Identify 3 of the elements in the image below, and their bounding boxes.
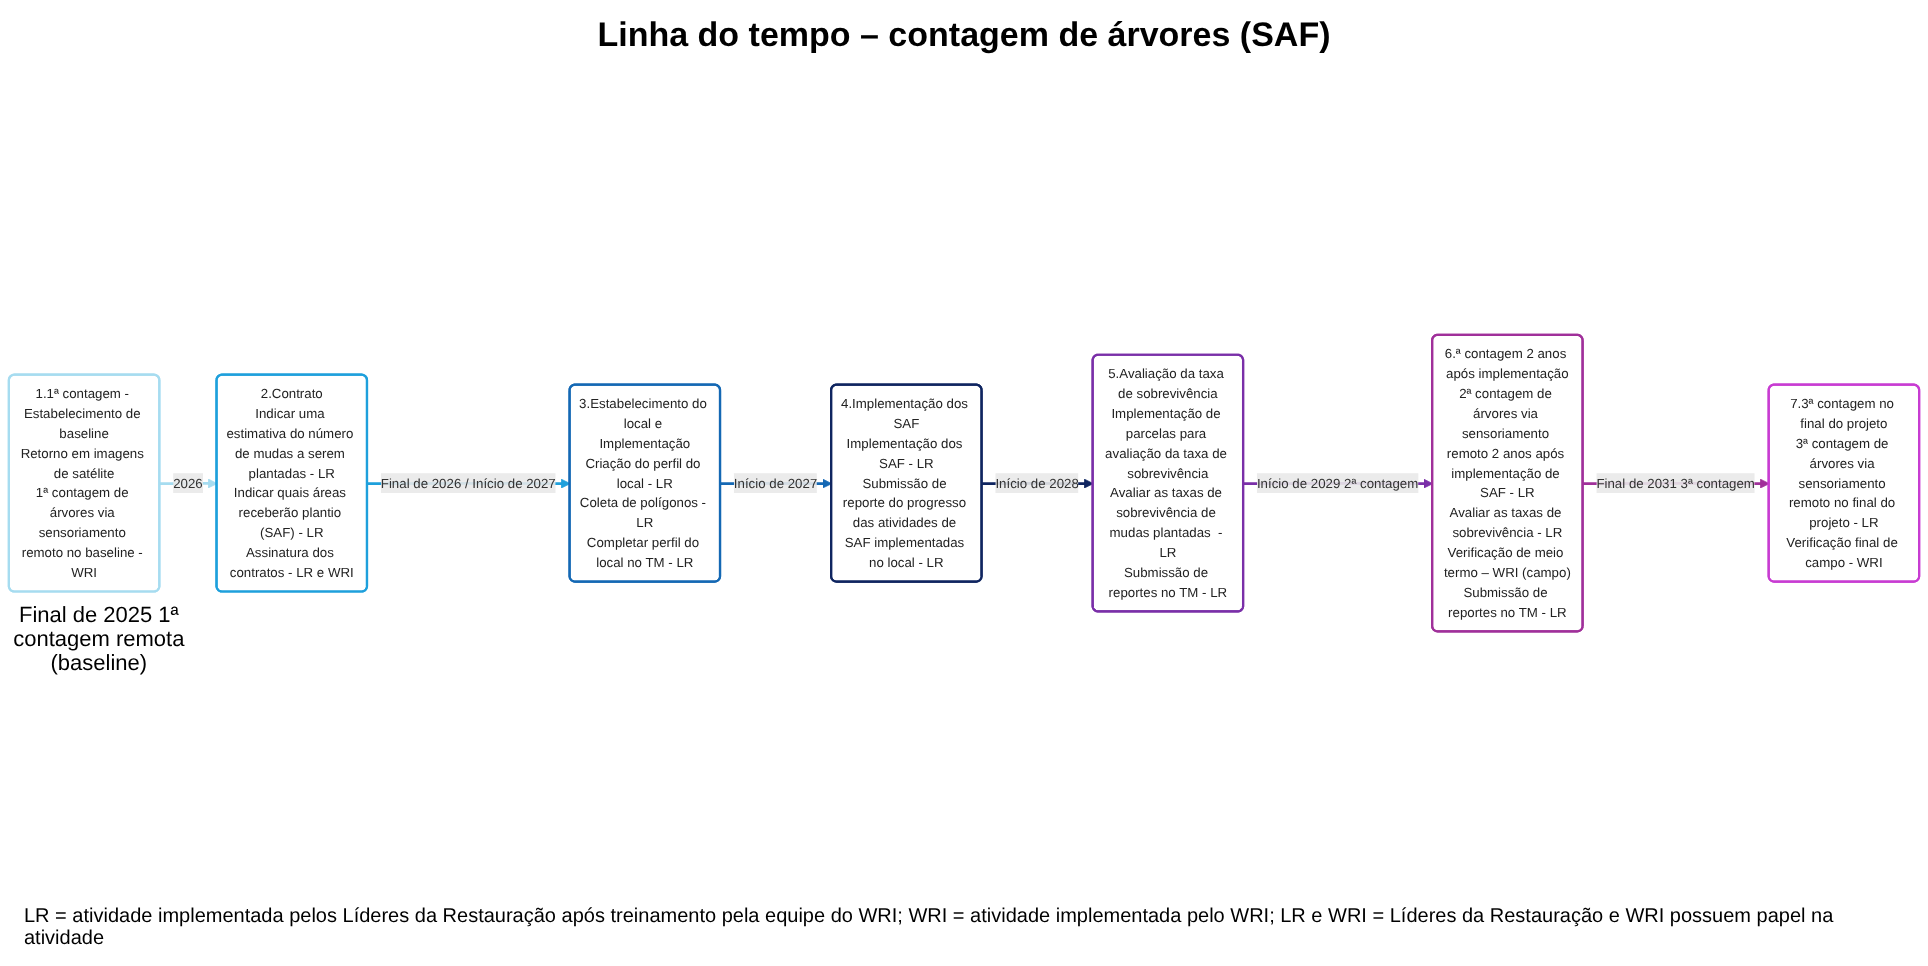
date-caption: Final de 2025 1ª contagem remota (baseline) xyxy=(11,603,187,676)
diagram-title: Linha do tempo – contagem de árvores (SAF) xyxy=(597,16,1331,56)
footnote-text: LR = atividade implementada pelos Líderes da Restauração após treinamento pela equipe do WRI; WRI = atividade implementada pelo WRI; LR e WRI = Líderes da Restauração e WRI possuem papel na atividade xyxy=(24,906,1836,950)
